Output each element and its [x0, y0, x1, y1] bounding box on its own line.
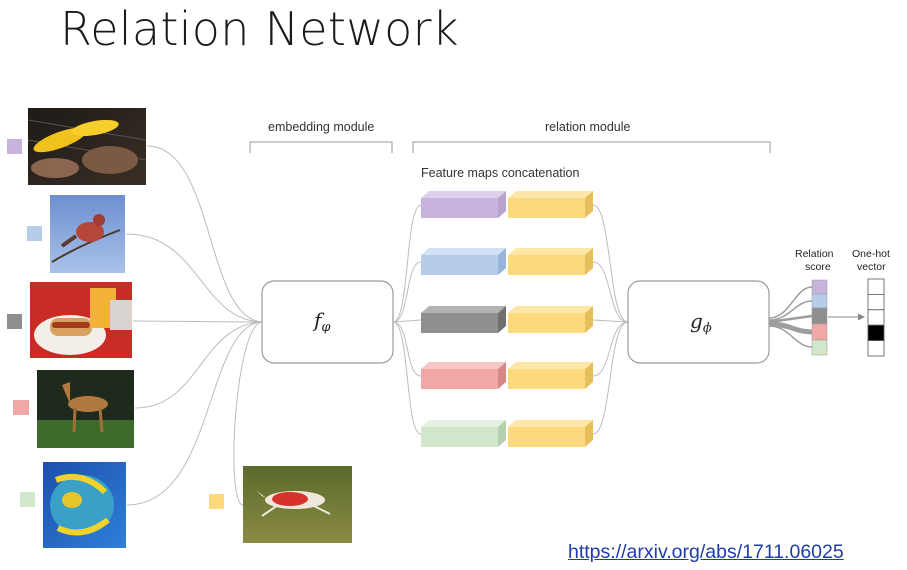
feature-maps-label: Feature maps concatenation: [421, 166, 579, 180]
feature-pair-2: [421, 248, 593, 275]
class-color-yellow: [209, 494, 224, 509]
onehot-cell: [867, 309, 885, 326]
score-connections: [768, 286, 813, 348]
feature-pair-5: [421, 420, 593, 447]
class-color-purple: [7, 139, 22, 154]
relation-connections: [592, 204, 629, 435]
g-phi-symbol: gϕ: [690, 309, 712, 336]
embedding-bracket: [249, 141, 393, 153]
onehot-cell: [867, 324, 885, 342]
input-connections: [125, 145, 263, 506]
onehot-cell: [867, 293, 885, 311]
feature-pair-1: [421, 191, 593, 218]
class-color-green: [20, 492, 35, 507]
support-image-1: [27, 108, 147, 185]
onehot-label-line2: vector: [857, 261, 886, 273]
feature-pair-4: [421, 362, 593, 389]
support-image-5: [43, 462, 126, 548]
relation-bracket: [412, 141, 771, 153]
slide-title: Relation Network: [60, 2, 459, 56]
support-image-2: [50, 195, 125, 273]
arxiv-link[interactable]: https://arxiv.org/abs/1711.06025: [568, 541, 844, 563]
feature-connections: [392, 204, 422, 435]
onehot-cell: [867, 340, 885, 357]
relation-score-column: [811, 279, 828, 356]
relation-score-label-line1: Relation: [795, 248, 834, 260]
query-image: [243, 466, 352, 543]
onehot-cell: [867, 278, 885, 295]
support-image-4: [37, 370, 134, 448]
relation-module-label: relation module: [545, 120, 631, 134]
support-image-3: [30, 282, 132, 358]
class-color-gray: [7, 314, 22, 329]
class-color-pink: [13, 400, 29, 415]
feature-pair-3: [421, 306, 593, 333]
onehot-vector: [867, 278, 885, 357]
onehot-label-line1: One-hot: [852, 248, 890, 260]
relation-score-label-line2: score: [805, 261, 831, 273]
embedding-module-label: embedding module: [268, 120, 374, 134]
class-color-blue: [27, 226, 42, 241]
